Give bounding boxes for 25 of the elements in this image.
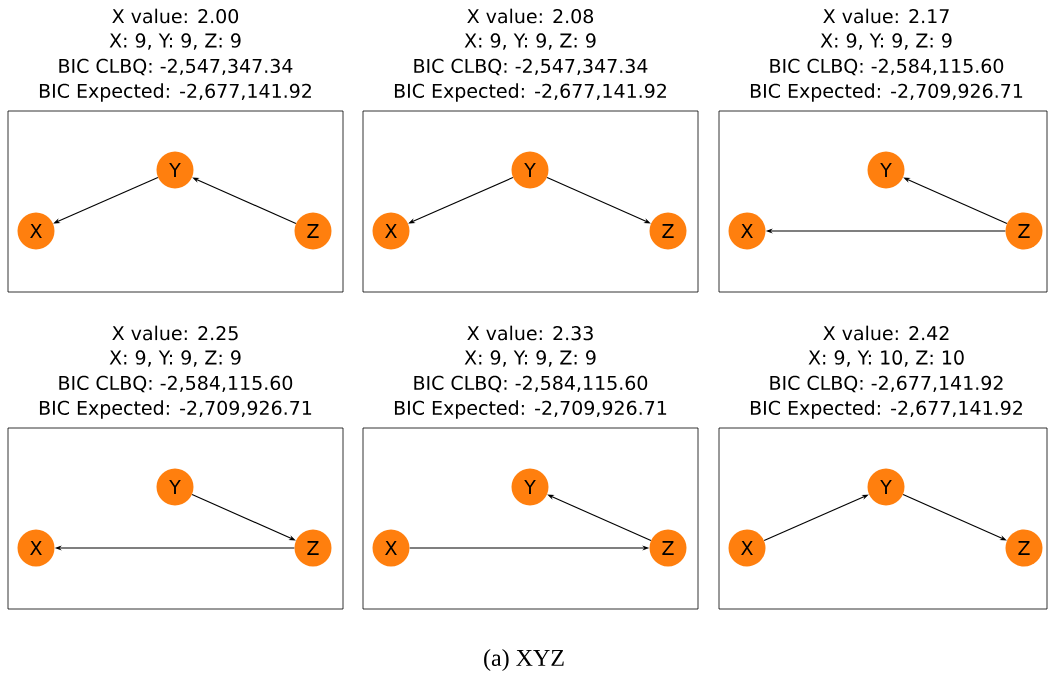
panel-title: X: 9, Y: 9, Z: 9 <box>464 350 596 367</box>
panel-title: BIC Expected: -2,709,926.71 <box>394 400 667 419</box>
panel-title: BIC CLBQ: -2,547,347.34 <box>414 58 648 76</box>
panel-title: BIC Expected: -2,709,926.71 <box>39 400 312 419</box>
panel-title: BIC CLBQ: -2,584,115.60 <box>770 58 1004 76</box>
panel-title: X value: 2.25 <box>112 325 238 341</box>
panel-title: BIC Expected: -2,709,926.71 <box>750 83 1023 102</box>
panel-title: X value: 2.17 <box>823 8 949 24</box>
panel-title: BIC Expected: -2,677,141.92 <box>394 83 666 102</box>
panel-title: BIC CLBQ: -2,677,141.92 <box>770 375 1003 393</box>
panel-title: BIC Expected: -2,677,141.92 <box>39 83 311 102</box>
panel-title: X: 9, Y: 9, Z: 9 <box>820 33 952 50</box>
caption: (a) XYZ <box>484 649 564 671</box>
panel-title: X: 9, Y: 10, Z: 10 <box>808 350 964 367</box>
panel-title: X: 9, Y: 9, Z: 9 <box>109 350 241 367</box>
panel-title: X value: 2.08 <box>467 8 594 24</box>
panel-title: X value: 2.33 <box>467 325 593 341</box>
panel-title: BIC CLBQ: -2,584,115.60 <box>414 375 648 393</box>
panel-title: X: 9, Y: 9, Z: 9 <box>464 33 596 50</box>
panel-title: X: 9, Y: 9, Z: 9 <box>109 33 241 50</box>
panel-title: X value: 2.00 <box>112 8 239 24</box>
panel-title: X value: 2.42 <box>823 325 949 341</box>
panel-title: BIC Expected: -2,677,141.92 <box>750 400 1022 419</box>
panel-title: BIC CLBQ: -2,547,347.34 <box>59 58 293 76</box>
panel-title: BIC CLBQ: -2,584,115.60 <box>59 375 293 393</box>
